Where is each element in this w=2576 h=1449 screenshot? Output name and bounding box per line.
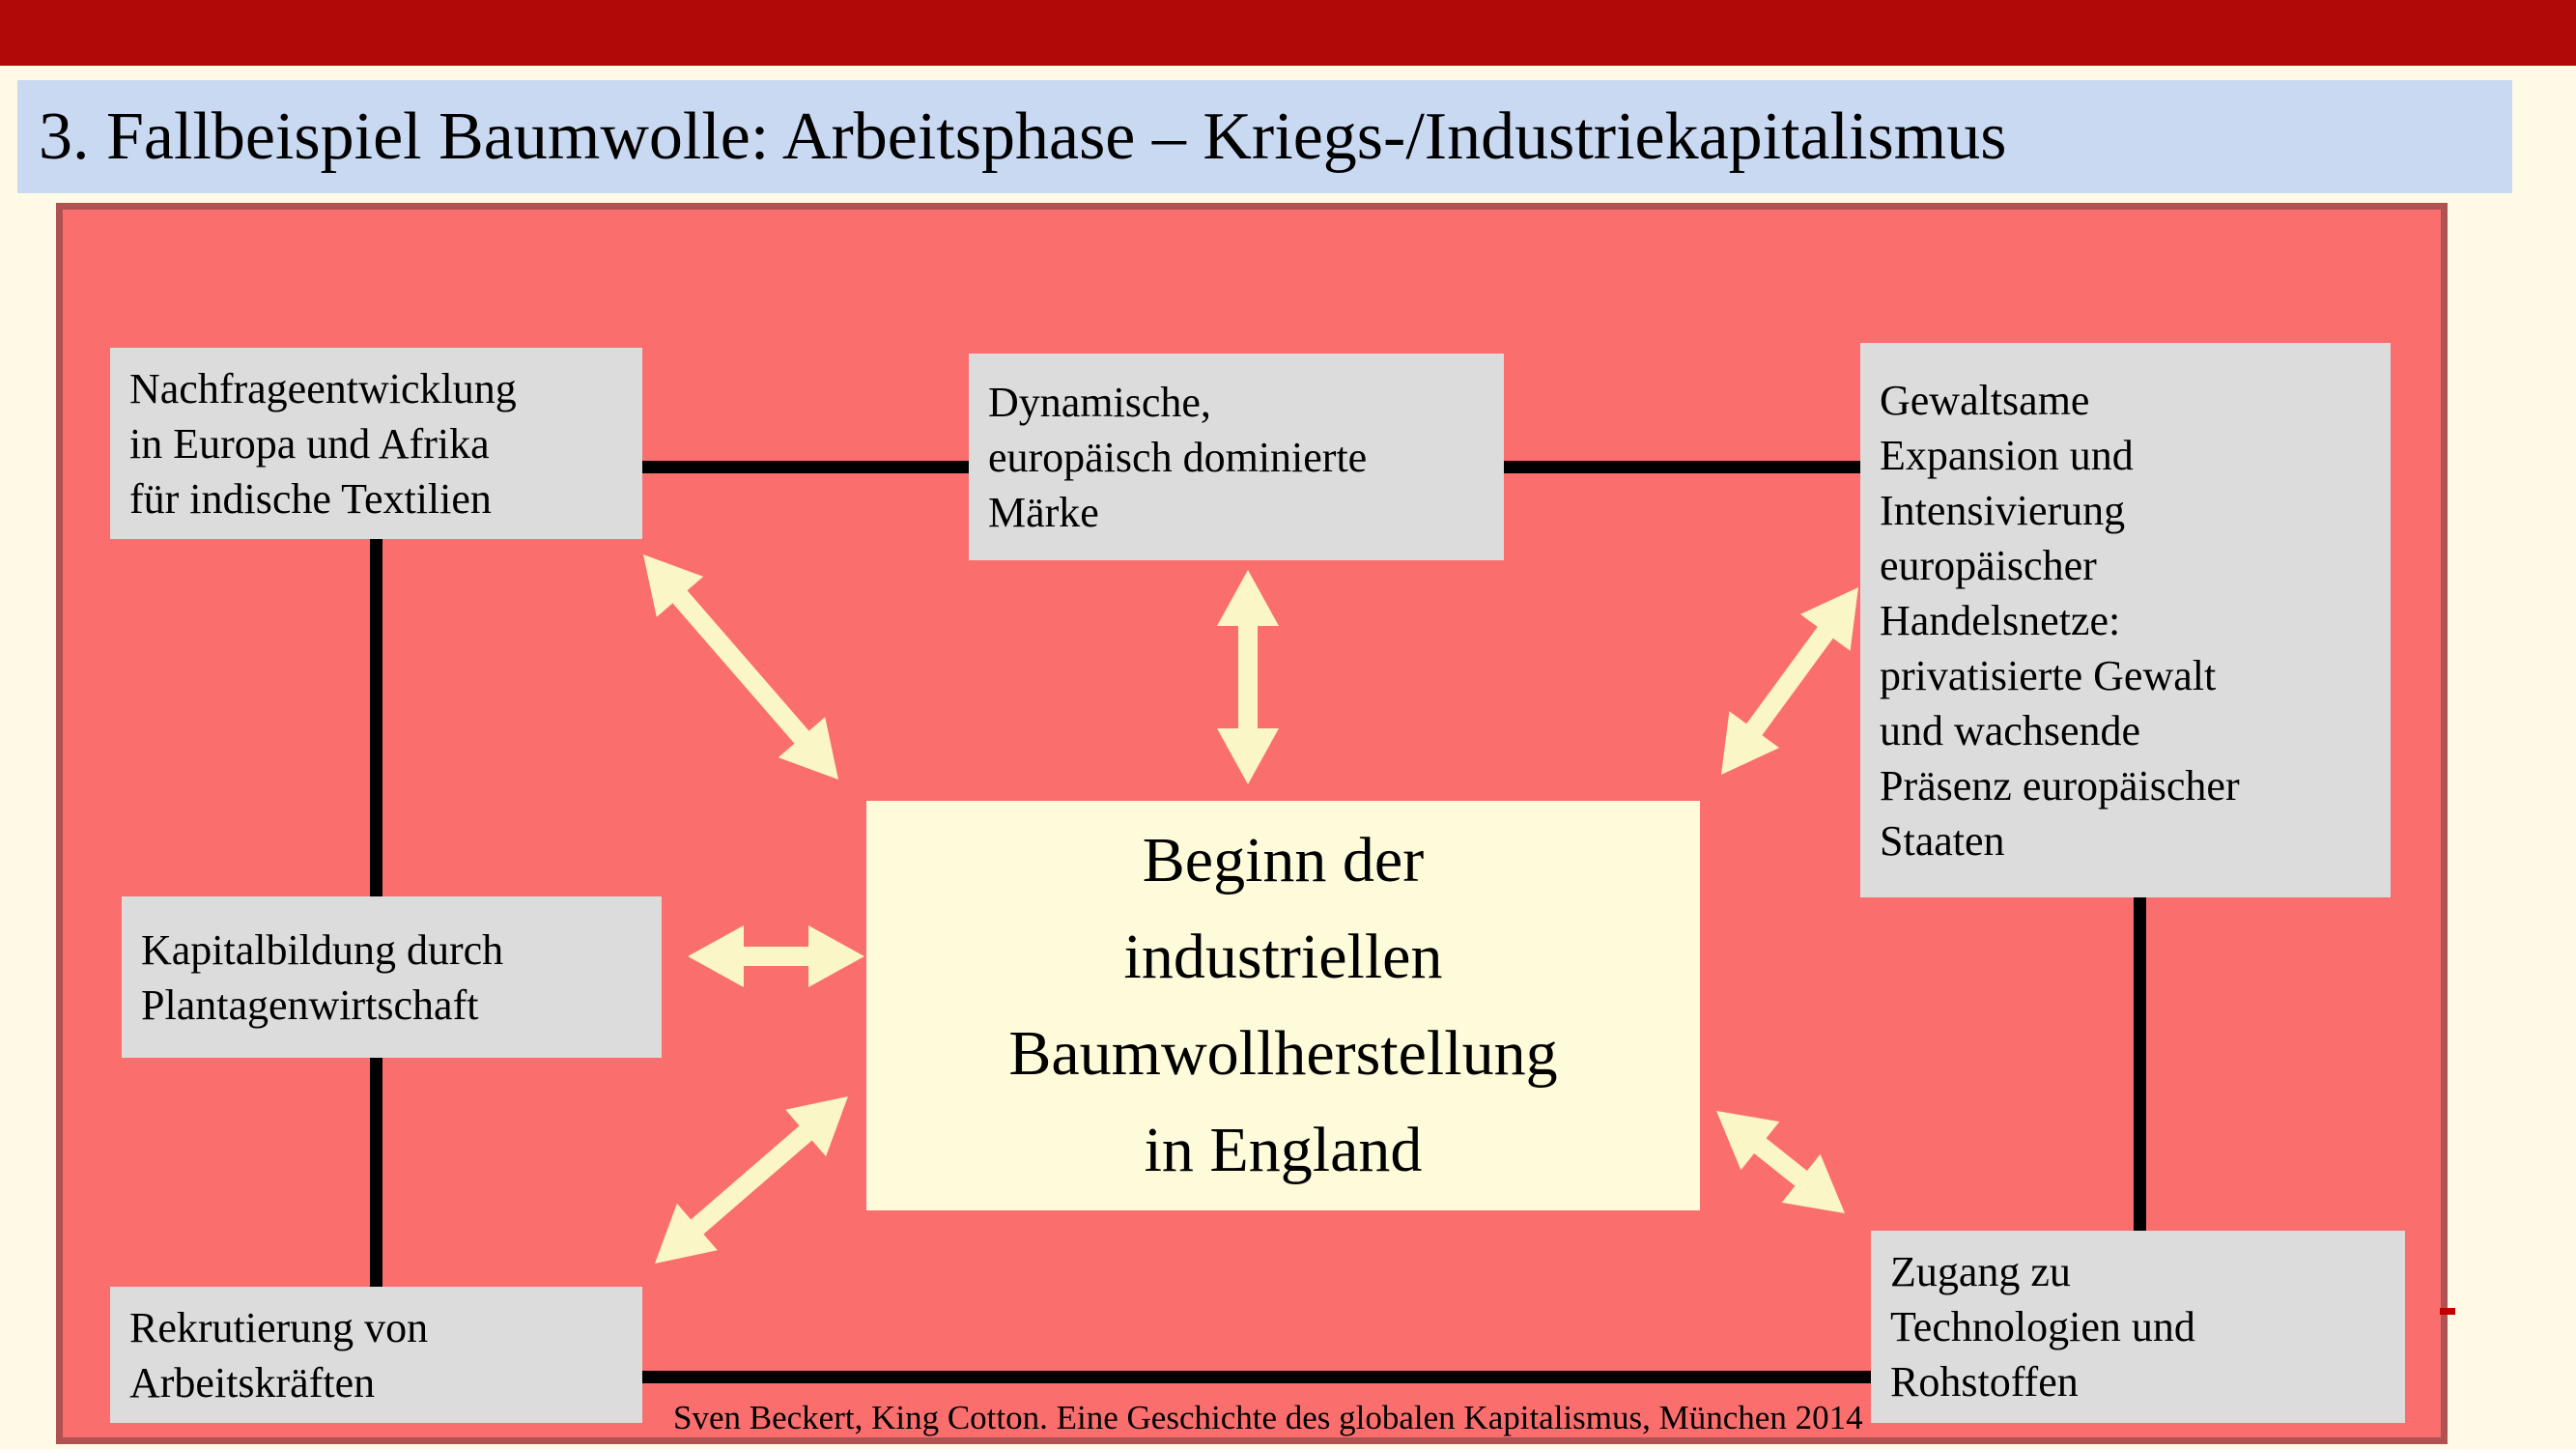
connector-line-bottom (642, 1371, 1873, 1383)
access-box: Zugang zu Technologien und Rohstoffen (1871, 1231, 2405, 1423)
capital-box: Kapitalbildung durch Plantagenwirtschaft (122, 896, 662, 1058)
recruitment-box: Rekrutierung von Arbeitskräften (110, 1287, 642, 1423)
top-red-bar (0, 0, 2576, 66)
markets-box-text: Dynamische, europäisch dominierte Märke (988, 378, 1368, 536)
center-box-text: Beginn der industriellen Baumwollherstel… (1008, 825, 1558, 1185)
access-box-text: Zugang zu Technologien und Rohstoffen (1890, 1248, 2195, 1406)
page-title: 3. Fallbeispiel Baumwolle: Arbeitsphase … (39, 99, 2007, 174)
expansion-box: Gewaltsame Expansion und Intensivierung … (1860, 343, 2391, 897)
title-bar: 3. Fallbeispiel Baumwolle: Arbeitsphase … (17, 80, 2512, 193)
connector-line-right (2134, 891, 2146, 1233)
expansion-box-text: Gewaltsame Expansion und Intensivierung … (1880, 376, 2240, 865)
capital-box-text: Kapitalbildung durch Plantagenwirtschaft (141, 925, 504, 1029)
red-dash (2440, 1308, 2455, 1315)
citation: Sven Beckert, King Cotton. Eine Geschich… (673, 1399, 1863, 1436)
recruitment-box-text: Rekrutierung von Arbeitskräften (129, 1303, 429, 1406)
demand-box: Nachfrageentwicklung in Europa und Afrik… (110, 348, 642, 539)
markets-box: Dynamische, europäisch dominierte Märke (969, 354, 1504, 560)
center-box: Beginn der industriellen Baumwollherstel… (866, 801, 1700, 1210)
demand-box-text: Nachfrageentwicklung in Europa und Afrik… (129, 364, 517, 523)
